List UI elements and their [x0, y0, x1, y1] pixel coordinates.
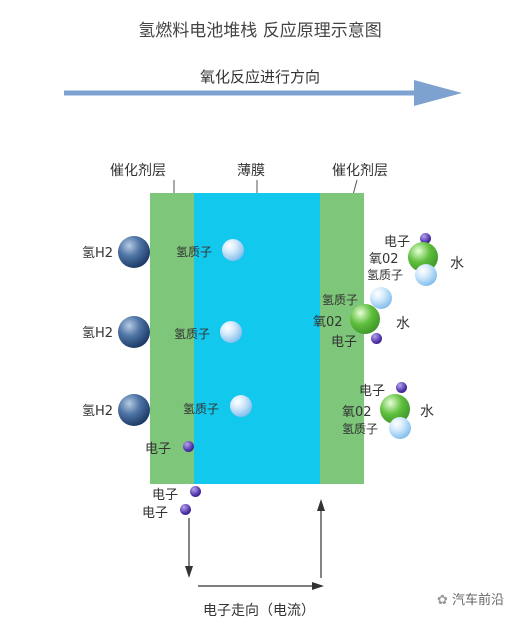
right-catalyst-label: 催化剂层: [332, 163, 388, 179]
membrane-label: 薄膜: [237, 163, 265, 179]
proton-label-2: 氢质子: [174, 327, 211, 341]
wechat-icon: ✿: [436, 593, 448, 608]
oxygen-label-3: 氧02: [342, 405, 372, 420]
proton-right-1: [415, 264, 437, 286]
watermark: ✿ 汽车前沿: [437, 589, 504, 608]
proton-3: [230, 395, 252, 417]
right-catalyst-layer: [320, 193, 364, 484]
proton-label-1: 氢质子: [176, 245, 213, 259]
proton-right-3: [389, 417, 411, 439]
left-catalyst-layer: [150, 193, 194, 484]
hydrogen-molecule-3: [118, 394, 150, 426]
hydrogen-molecule-1: [118, 236, 150, 268]
electron-label-right-2: 电子: [331, 335, 358, 350]
electron-left-3: [180, 504, 191, 515]
membrane-layer: [194, 193, 320, 484]
electron-label-left-2: 电子: [152, 488, 179, 503]
current-path-arrows: [185, 499, 325, 590]
proton-label-right-2: 氢质子: [322, 293, 359, 307]
current-direction-label: 电子走向（电流）: [203, 603, 315, 619]
oxidation-direction-label: 氧化反应进行方向: [199, 68, 320, 86]
oxygen-label-2: 氧02: [313, 315, 343, 330]
water-label-1: 水: [450, 256, 464, 272]
oxygen-molecule-2: [350, 304, 380, 334]
proton-1: [222, 239, 244, 261]
hydrogen-molecule-2: [118, 316, 150, 348]
electron-right-2: [371, 333, 382, 344]
electron-left-1: [183, 441, 194, 452]
proton-right-2: [370, 287, 392, 309]
electron-label-right-3: 电子: [359, 384, 386, 399]
electron-left-2: [190, 486, 201, 497]
proton-label-right-3: 氢质子: [342, 422, 379, 436]
water-label-3: 水: [420, 404, 434, 420]
water-label-2: 水: [396, 316, 410, 332]
hydrogen-label-3: 氢H2: [82, 404, 114, 419]
electron-right-3: [396, 382, 407, 393]
proton-2: [220, 321, 242, 343]
proton-label-right-1: 氢质子: [367, 268, 404, 282]
electron-label-right-1: 电子: [384, 235, 411, 250]
electron-right-1: [420, 233, 431, 244]
hydrogen-label-2: 氢H2: [82, 326, 114, 341]
diagram-title: 氢燃料电池堆栈 反应原理示意图: [138, 21, 382, 41]
left-catalyst-label: 催化剂层: [110, 163, 166, 179]
watermark-text: 汽车前沿: [451, 593, 504, 608]
oxidation-direction-arrow: [64, 80, 462, 106]
electron-label-left-1: 电子: [145, 442, 172, 457]
oxygen-label-1: 氧02: [369, 252, 399, 267]
electron-label-left-3: 电子: [142, 506, 169, 521]
proton-label-3: 氢质子: [183, 402, 220, 416]
hydrogen-label-1: 氢H2: [82, 246, 114, 261]
